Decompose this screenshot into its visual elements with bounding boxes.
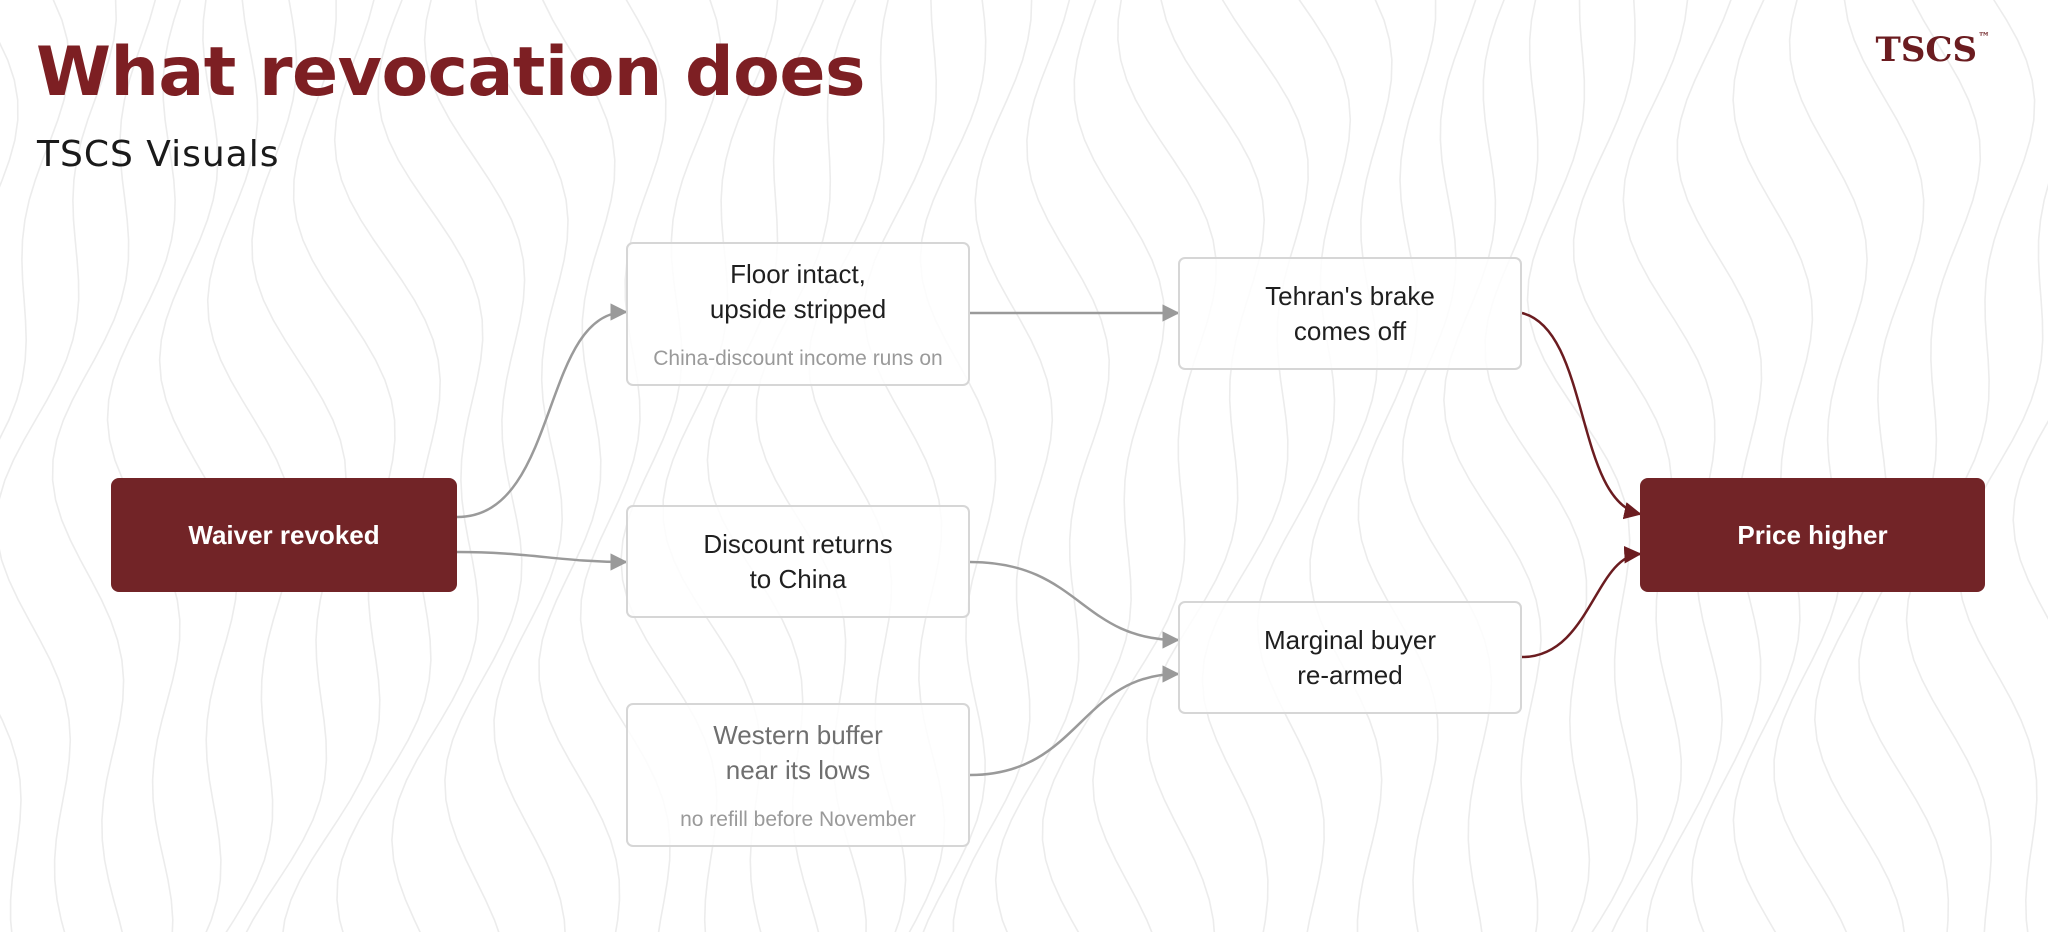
contour-line bbox=[1622, 0, 1723, 932]
contour-line bbox=[1357, 0, 1439, 932]
contour-line bbox=[952, 0, 1054, 932]
node-tehran-brake: Tehran's brake comes off bbox=[1178, 257, 1522, 370]
contour-line bbox=[0, 0, 71, 932]
contour-line bbox=[1958, 183, 2048, 932]
contour-line bbox=[245, 0, 347, 932]
contour-line bbox=[1041, 0, 1166, 932]
contour-line bbox=[206, 0, 294, 932]
edge-waiver-to-floor bbox=[456, 303, 628, 519]
tscs-logo: TSCS™ bbox=[1876, 30, 1990, 70]
contour-line bbox=[2012, 419, 2048, 621]
contour-line bbox=[1676, 0, 1763, 932]
contour-line bbox=[1526, 0, 1639, 932]
edge-tehran-to-price bbox=[1521, 311, 1642, 520]
contour-line bbox=[538, 0, 621, 932]
edge-discount-to-marginal bbox=[969, 560, 1180, 649]
node-note: no refill before November bbox=[680, 808, 916, 831]
node-label: Tehran's brake comes off bbox=[1265, 280, 1435, 346]
contour-line bbox=[1146, 0, 1266, 932]
trademark-mark: ™ bbox=[1978, 30, 1990, 44]
contour-line bbox=[158, 0, 239, 932]
page-title: What revocation does bbox=[36, 33, 865, 112]
contour-line bbox=[1309, 0, 1393, 932]
contour-line bbox=[51, 0, 157, 932]
contour-line bbox=[106, 0, 182, 932]
node-label: Marginal buyer re-armed bbox=[1264, 624, 1436, 690]
contour-line bbox=[1572, 0, 1683, 932]
logo-text: TSCS bbox=[1875, 30, 1977, 70]
edge-marginal-to-price bbox=[1521, 545, 1642, 659]
contour-line bbox=[1813, 0, 1925, 932]
contour-line bbox=[333, 0, 442, 932]
contour-line bbox=[377, 0, 484, 932]
contour-line bbox=[994, 0, 1111, 932]
node-discount-returns: Discount returns to China bbox=[626, 505, 970, 618]
contour-line bbox=[1858, 0, 1982, 932]
contour-line bbox=[1484, 0, 1591, 932]
node-price-higher: Price higher bbox=[1640, 478, 1985, 592]
contour-line bbox=[1256, 0, 1352, 932]
contour-line bbox=[1201, 0, 1309, 932]
contour-line bbox=[1905, 0, 2036, 932]
contour-line bbox=[1092, 0, 1217, 932]
node-marginal-buyer: Marginal buyer re-armed bbox=[1178, 601, 1522, 714]
node-label: Floor intact, upside stripped bbox=[709, 259, 887, 324]
node-floor-intact: Floor intact, upside stripped China-disc… bbox=[626, 242, 970, 386]
edge-western-to-marginal bbox=[969, 665, 1180, 777]
node-waiver-revoked: Waiver revoked bbox=[111, 478, 457, 592]
contour-line bbox=[919, 0, 997, 932]
edge-waiver-to-discount bbox=[456, 550, 628, 571]
page-subtitle: TSCS Visuals bbox=[37, 134, 280, 175]
node-western-buffer: Western buffer near its lows no refill b… bbox=[626, 703, 970, 847]
node-label: Waiver revoked bbox=[188, 519, 380, 550]
contour-line bbox=[0, 41, 19, 188]
node-label: Western buffer near its lows bbox=[713, 720, 883, 785]
node-label: Discount returns to China bbox=[703, 528, 893, 594]
contour-line bbox=[0, 0, 118, 932]
contour-line bbox=[423, 0, 526, 932]
contour-line bbox=[1773, 0, 1868, 932]
node-note: China-discount income runs on bbox=[653, 347, 943, 370]
contour-line bbox=[1443, 0, 1542, 932]
node-label: Price higher bbox=[1737, 519, 1888, 550]
contour-line bbox=[282, 0, 396, 932]
contour-line bbox=[1401, 0, 1493, 932]
contour-line bbox=[474, 0, 569, 932]
contour-line bbox=[1732, 0, 1814, 932]
